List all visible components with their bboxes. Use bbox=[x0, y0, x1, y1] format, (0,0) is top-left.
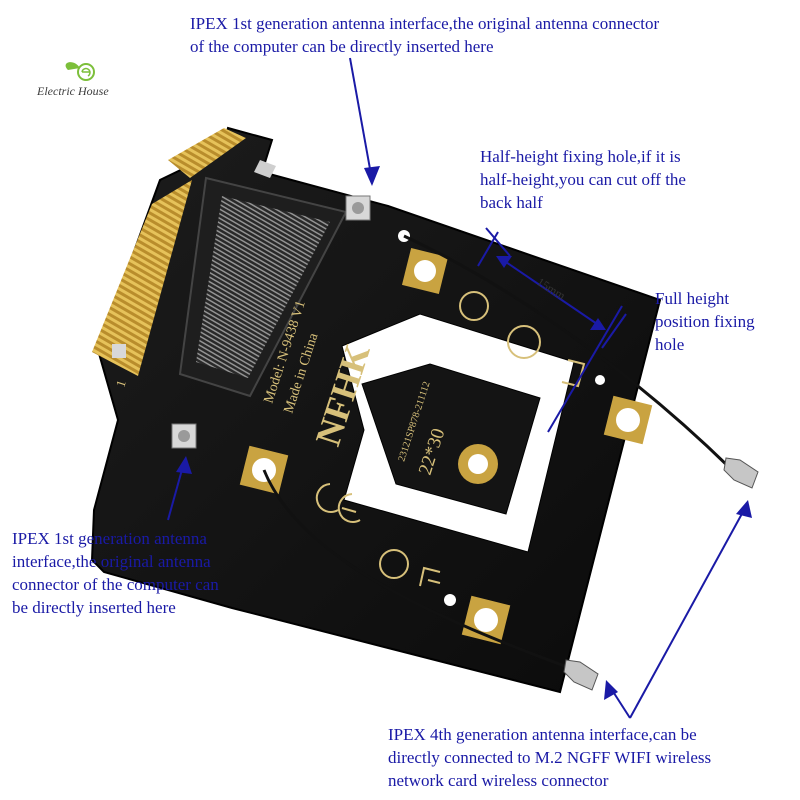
annotation-full-height: Full height position fixing hole bbox=[655, 287, 755, 356]
annotation-left-ipex: IPEX 1st generation antenna interface,th… bbox=[12, 527, 219, 619]
ce-mark-c bbox=[315, 483, 339, 513]
annotation-line: network card wireless connector bbox=[388, 771, 609, 790]
pin-one-mark: 1 bbox=[113, 378, 129, 389]
arrow-left-ipex bbox=[167, 465, 184, 521]
pb-free-mark bbox=[459, 291, 489, 321]
annotation-line: directly connected to M.2 NGFF WIFI wire… bbox=[388, 748, 712, 767]
annotation-line: Half-height fixing hole,if it is bbox=[480, 147, 681, 166]
mount-pad-right bbox=[603, 395, 653, 445]
annotation-line: IPEX 1st generation antenna interface,th… bbox=[190, 14, 660, 33]
annotation-line: position fixing bbox=[655, 312, 755, 331]
mount-pad-bottom bbox=[461, 595, 511, 645]
annotation-line: be directly inserted here bbox=[12, 598, 176, 617]
annotation-line: Full height bbox=[655, 289, 730, 308]
ipex-connector-top bbox=[345, 195, 371, 221]
annotation-line: interface,the original antenna bbox=[12, 552, 211, 571]
annotation-half-height: Half-height fixing hole,if it is half-he… bbox=[480, 145, 686, 214]
annotation-line: connector of the computer can bbox=[12, 575, 219, 594]
annotation-top-ipex: IPEX 1st generation antenna interface,th… bbox=[190, 12, 659, 58]
arrow-bottom-ipex-2 bbox=[629, 509, 745, 719]
annotation-arrows bbox=[167, 57, 752, 719]
edge-connector-short bbox=[168, 128, 246, 178]
annotation-line: hole bbox=[655, 335, 685, 354]
half-height-tab bbox=[361, 363, 541, 515]
arrow-top-ipex bbox=[349, 57, 373, 181]
annotation-line: IPEX 1st generation antenna bbox=[12, 529, 207, 548]
annotation-line: IPEX 4th generation antenna interface,ca… bbox=[388, 725, 697, 744]
mount-pad-top bbox=[401, 247, 449, 295]
fc-mark-lower bbox=[419, 566, 441, 587]
edge-connector-fingers bbox=[92, 180, 192, 376]
arrow-bottom-ipex bbox=[611, 689, 631, 719]
leaf-e-icon bbox=[65, 62, 95, 81]
arrow-half-height bbox=[485, 227, 511, 257]
recycle-mark bbox=[379, 549, 409, 579]
annotation-bottom-ipex: IPEX 4th generation antenna interface,ca… bbox=[388, 723, 711, 792]
ce-mark-e bbox=[337, 493, 361, 523]
pcb-board: Model: N-9438 V1 Made in China NFHK 22*3… bbox=[90, 126, 662, 694]
arrow-full-height bbox=[547, 305, 623, 433]
annotation-line: half-height,you can cut off the bbox=[480, 170, 686, 189]
brand-logo: Electric House bbox=[37, 84, 109, 98]
annotation-line: back half bbox=[480, 193, 543, 212]
fcc-mark bbox=[507, 325, 541, 359]
antenna-cable-right bbox=[403, 234, 759, 489]
annotation-line: of the computer can be directly inserted… bbox=[190, 37, 494, 56]
antenna-cable-bottom bbox=[262, 469, 599, 691]
ipex-connector-left bbox=[171, 423, 197, 449]
dimension-line bbox=[499, 257, 601, 327]
